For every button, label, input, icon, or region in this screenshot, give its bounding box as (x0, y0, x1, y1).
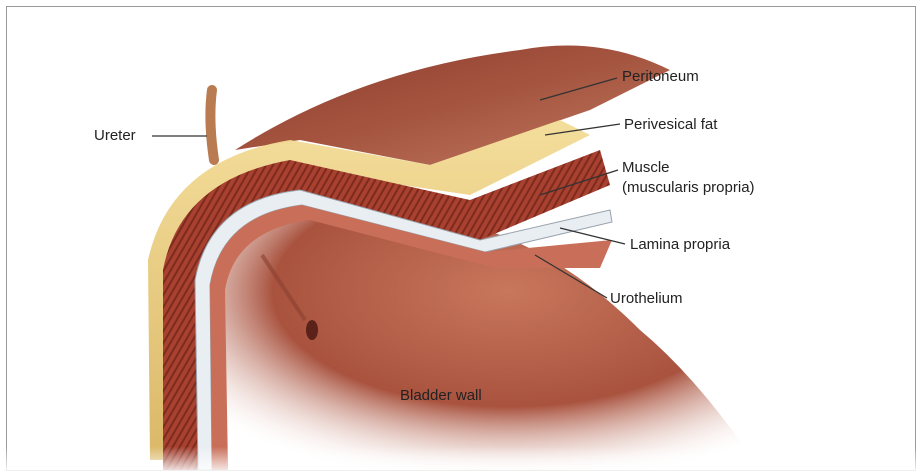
urothelium-label: Urothelium (610, 290, 683, 308)
perivesical-fat-label: Perivesical fat (624, 116, 717, 134)
peritoneum-label: Peritoneum (622, 68, 699, 86)
lamina-propria-label: Lamina propria (630, 236, 730, 254)
ureteral-orifice (306, 320, 318, 340)
ureter-tube (210, 90, 214, 160)
muscle-label: Muscle (622, 159, 670, 177)
ureter-label: Ureter (94, 127, 136, 145)
muscle-sublabel: (muscularis propria) (622, 179, 755, 197)
bladder-wall-label: Bladder wall (400, 387, 482, 405)
